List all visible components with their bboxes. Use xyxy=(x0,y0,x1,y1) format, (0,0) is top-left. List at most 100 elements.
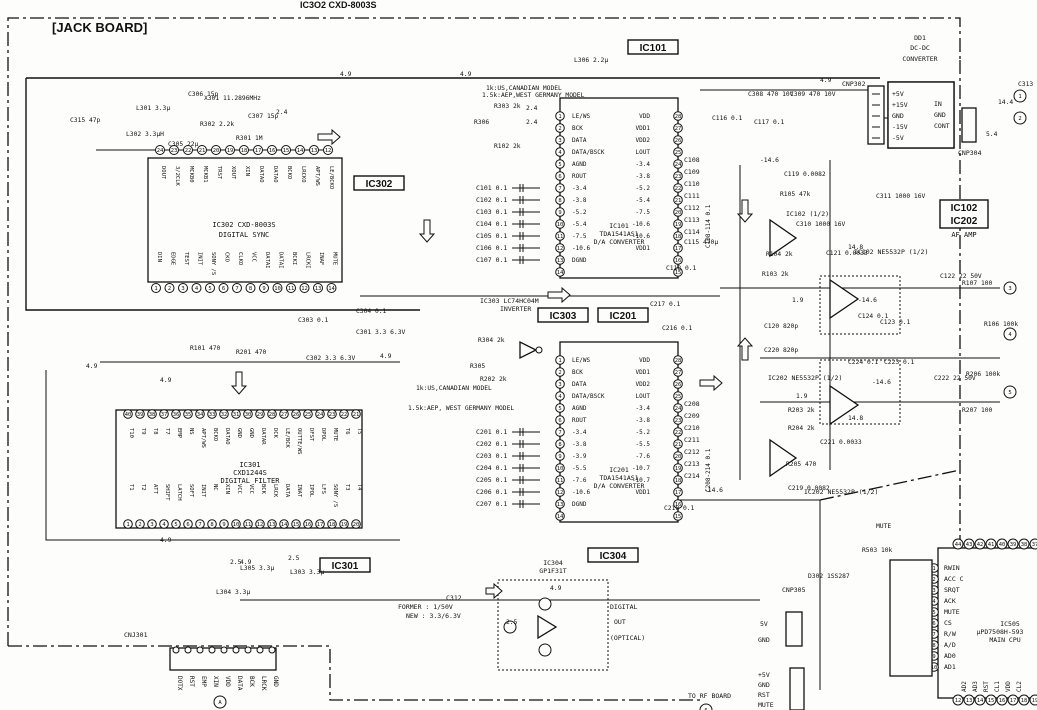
note-r204: R204 2k xyxy=(788,425,815,432)
ic101-right-pin-label: -3.4 xyxy=(636,161,651,168)
board-outline-bottom xyxy=(8,645,700,701)
note-c218: C218 0.1 xyxy=(664,505,695,512)
ic301-bottom-pin-number: 11 xyxy=(245,522,252,528)
ic301-part: IC301 xyxy=(239,461,260,469)
ic301-bottom-pin-number: 7 xyxy=(198,522,201,528)
ic201-right-pin-number: 26 xyxy=(675,382,682,388)
ic301-bottom-pin-number: 20 xyxy=(353,522,360,528)
ic301-bottom-pin-number: 12 xyxy=(257,522,264,528)
ic301-top-pin-number: 40 xyxy=(125,412,132,418)
note-r306: R306 xyxy=(474,119,489,126)
cpu-left-pin-number: 1 xyxy=(932,566,935,572)
ic201-right-pin-label: -10.7 xyxy=(632,477,650,484)
ic101-right-pin-label: -5.2 xyxy=(636,185,651,192)
output-terminal xyxy=(1003,385,1017,399)
ic301-top-pin-number: 23 xyxy=(329,412,336,418)
ic302-bottom-pin-number: 5 xyxy=(208,286,211,292)
ic301-top-pin xyxy=(339,409,349,419)
ic101-cap-right: C108 xyxy=(684,156,700,164)
ic301-bottom-pin xyxy=(219,519,229,529)
dcdc-pin-out: IN xyxy=(934,100,942,108)
cnp305-connector xyxy=(785,611,803,647)
ic304-cap: C312 xyxy=(446,594,462,602)
ic301-bottom-pin xyxy=(183,519,193,529)
cpu-top-pin xyxy=(963,538,975,550)
cpu-part: IC505 xyxy=(1000,620,1020,628)
ic301-bottom-pin-label: T4 xyxy=(356,484,362,491)
ic302-bottom-pin xyxy=(151,283,161,293)
ic304-function-1: DIGITAL xyxy=(610,603,637,611)
ic301-bottom-pin xyxy=(171,519,181,529)
ic302-top-pin xyxy=(155,145,165,155)
ic101-right-pin-label: -5.4 xyxy=(636,197,651,204)
ic301-badge: IC301 xyxy=(332,561,359,572)
ic302-bottom-pin-number: 7 xyxy=(235,286,238,292)
ic102-a-label: IC102 (1/2) xyxy=(786,210,829,218)
ic301-bottom-pin-label: LFS xyxy=(320,484,326,494)
note-c122: C122 22 50V xyxy=(940,273,982,280)
ic201-cap-left: C202 0.1 xyxy=(476,440,507,448)
ic301-top-pin xyxy=(123,409,133,419)
ic201-cap-left: C204 0.1 xyxy=(476,464,507,472)
ic301-top-pin xyxy=(219,409,229,419)
ic201-right-pin xyxy=(673,379,683,389)
ic301-top-pin-label: LE/BCK xyxy=(284,428,290,449)
ic201-right-pin-label: VDD2 xyxy=(636,381,651,388)
cpu-top-pin-number: 38 xyxy=(1021,542,1028,548)
ic302-top-pin-label: 3/2CLK xyxy=(174,166,180,187)
rf-board-pin-label: RST xyxy=(758,691,770,699)
ic101-left-pin xyxy=(555,147,565,157)
ic302-bottom-pin-number: 14 xyxy=(328,286,335,292)
ic201-left-pin xyxy=(555,367,565,377)
ic101-left-pin-number: 6 xyxy=(558,174,561,180)
note-d302: D302 1SS287 xyxy=(808,573,850,580)
ic201-cap-bank-note: C208-214 0.1 xyxy=(705,448,712,492)
note-r303-note1: 1k:US,CANADIAN MODEL xyxy=(486,85,562,92)
ic301-top-pin-number: 39 xyxy=(137,412,144,418)
note-c302: C302 3.3 6.3V xyxy=(306,355,355,362)
ic301-bottom-pin-number: 10 xyxy=(233,522,240,528)
ic101-left-pin-number: 14 xyxy=(557,270,564,276)
ic302-top-pin xyxy=(281,145,291,155)
cpu-top-pin-number: 39 xyxy=(1010,542,1017,548)
flow-arrow-1 xyxy=(317,128,341,146)
ic101-right-pin-number: 16 xyxy=(675,258,682,264)
ic201-right-pin-number: 21 xyxy=(675,442,682,448)
ic101-right-pin-number: 23 xyxy=(675,174,682,180)
output-terminal-number: 5 xyxy=(1008,390,1011,396)
ic102-dotted-frame xyxy=(819,275,901,335)
ic301-bottom-pin-label: T3 xyxy=(344,484,350,491)
ic301-bottom-pin-label: LRCK xyxy=(272,484,278,498)
cnp305-label: 5V xyxy=(760,620,768,628)
voltage-neg-14v6: -14.6 xyxy=(872,379,891,386)
ic302-top-pin-label: APT/WS xyxy=(314,166,320,186)
ic201-left-pin-label: DATA xyxy=(572,381,587,388)
note-r105: R105 47k xyxy=(780,191,811,198)
ic302-bottom-pin-number: 11 xyxy=(288,286,295,292)
ic301-top-pin xyxy=(147,409,157,419)
note-r106: R106 100k xyxy=(984,321,1018,328)
ic302-top-pin xyxy=(309,145,319,155)
ic101-left-pin-label: BCK xyxy=(572,125,583,132)
top-fragment: IC3O2 CXD-8003S xyxy=(300,0,377,10)
cpu-function: MAIN CPU xyxy=(989,636,1020,644)
note-l304: L304 3.3μ xyxy=(216,589,250,596)
ic302-top-pin-label: DOUT xyxy=(160,166,166,180)
ic201-left-pin-label: -10.6 xyxy=(572,489,590,496)
ic101-right-pin xyxy=(673,243,683,253)
ic302-bottom-pin-label: INAF xyxy=(318,252,324,265)
voltage-4v9: 4.9 xyxy=(240,559,252,566)
ic101-left-pin-number: 4 xyxy=(558,150,562,156)
ic101-left-pin xyxy=(555,111,565,121)
ic301-top-pin xyxy=(327,409,337,419)
cpu-top-pin xyxy=(996,538,1008,550)
ic301-bottom-pin-number: 18 xyxy=(329,522,336,528)
ic301-top-pin-label: T6 xyxy=(344,428,350,435)
ic101-cap-right: C114 xyxy=(684,228,700,236)
ic201-left-pin-number: 3 xyxy=(558,382,561,388)
cpu-bottom-pin-number: 14 xyxy=(977,698,984,704)
ic302-bottom-pin-label: VCC xyxy=(251,252,257,262)
ic302-bottom-pin-label: INIT xyxy=(197,252,203,266)
ic101-left-pin xyxy=(555,219,565,229)
